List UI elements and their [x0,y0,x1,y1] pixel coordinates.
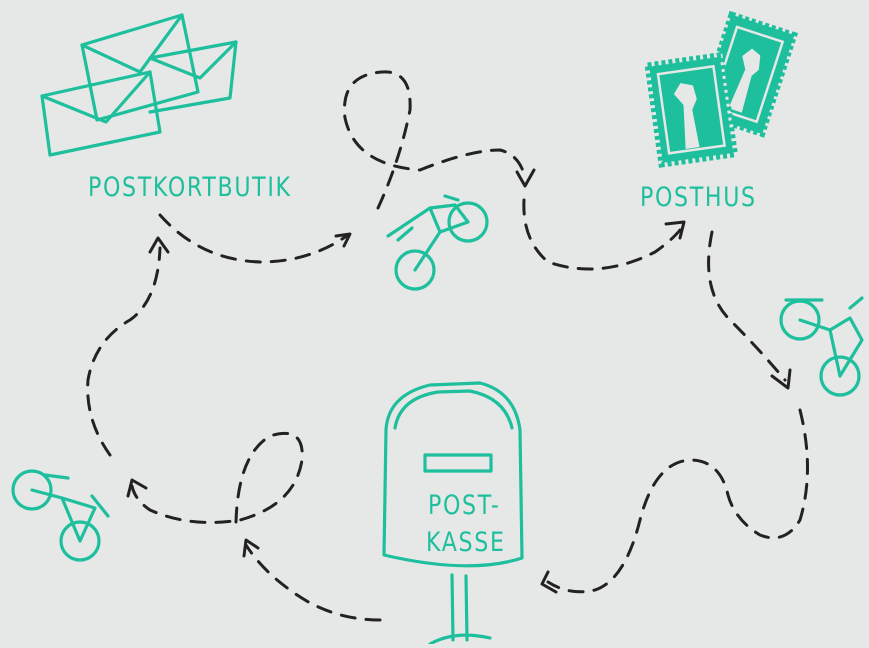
route-arrow [540,570,558,594]
label-postkasse-line2: KASSE [426,527,506,558]
bicycle-icon [386,194,489,291]
label-postkortbutik: POSTKORTBUTIK [88,172,292,203]
route-segment [158,213,350,264]
label-postkasse-line1: POST- [428,490,501,521]
bicycle-icon [779,296,864,397]
route-segment [86,246,162,457]
route-arrow [515,168,536,188]
route-segment [130,431,304,524]
route-segment [342,70,527,210]
route-arrow [334,232,352,248]
route-segment [707,230,787,382]
mailbox-icon [382,381,524,646]
label-posthus: POSTHUS [640,182,757,213]
route-arrow [770,368,792,390]
route-arrow [242,538,260,558]
route-paths [86,70,809,622]
bicycle-icon [11,469,110,562]
route-segment [522,198,682,271]
route-segment [546,408,809,594]
stamps-icon [644,10,799,168]
route-segment [244,543,382,622]
envelopes-icon [40,13,238,157]
route-arrow [126,478,148,498]
route-arrow [148,236,170,254]
route-arrow [664,220,686,240]
